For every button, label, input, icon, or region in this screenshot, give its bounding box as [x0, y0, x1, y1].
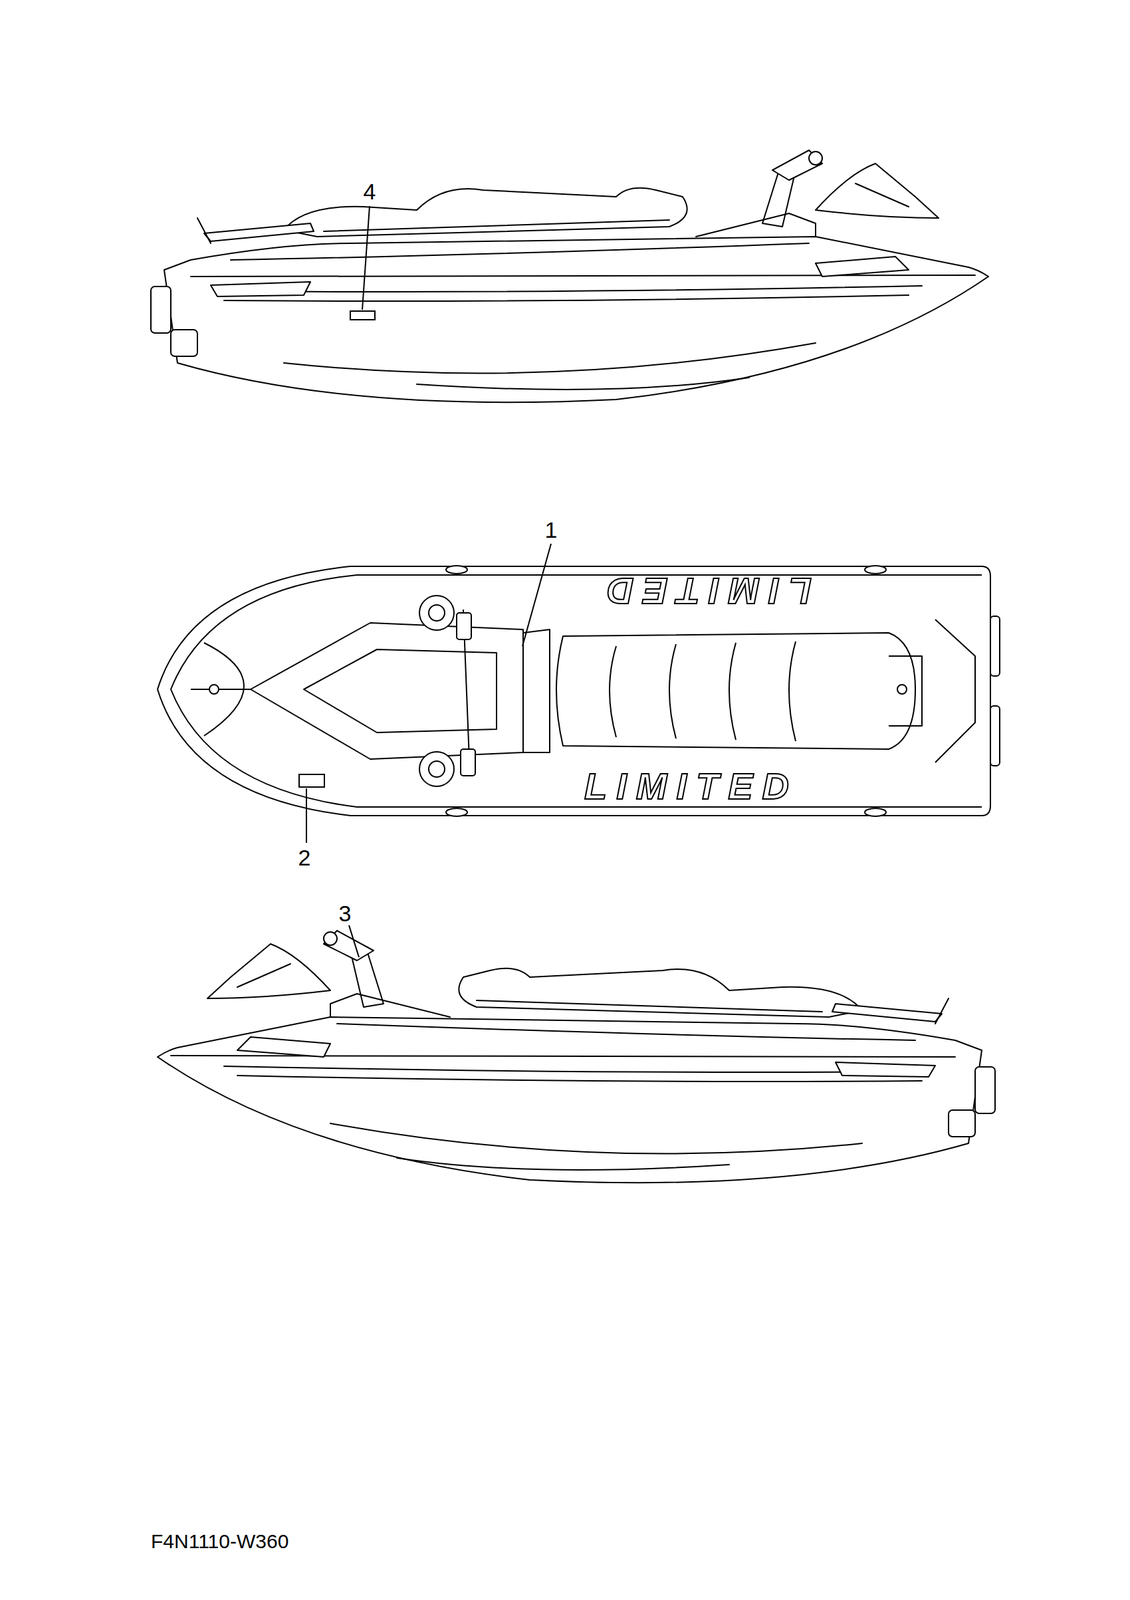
side-view-left — [157, 930, 996, 1183]
leader-line — [348, 925, 359, 958]
drawing-code: F4N1110-W360 — [150, 1531, 289, 1552]
decal-lettering: LIMITED — [584, 767, 799, 805]
leader-line — [305, 788, 308, 843]
top-view — [157, 565, 1000, 817]
decal-lettering: LIMITED — [597, 572, 812, 610]
leader-line — [522, 543, 552, 647]
callout-number: 3 — [339, 902, 352, 925]
label-decal — [350, 311, 375, 320]
leader-line — [362, 206, 370, 310]
callout-number: 2 — [298, 846, 312, 869]
callout-number: 1 — [545, 518, 558, 542]
side-view-right — [150, 150, 989, 403]
label-decal — [299, 774, 325, 788]
callout-number: 4 — [363, 180, 377, 203]
leader-lines — [299, 206, 552, 958]
